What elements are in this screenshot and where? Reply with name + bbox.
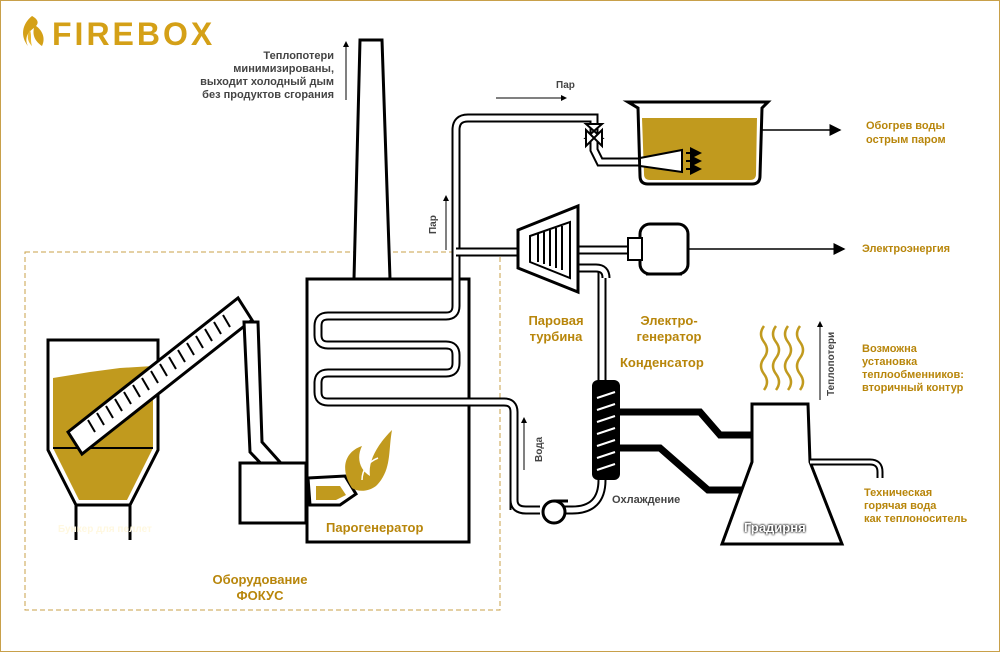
cooling-tower-label: Градирня [744, 520, 806, 535]
brand-logo-text: FIREBOX [52, 16, 216, 52]
bunker-label: Бункер для пеллет [58, 524, 152, 535]
cooling-tower-icon [719, 321, 884, 546]
return-water-pipe [509, 263, 611, 515]
electro-generator-icon [627, 222, 846, 276]
burner-flame-icon [306, 430, 392, 507]
heat-exchangers-note: Возможна установка теплообменников: втор… [862, 343, 964, 394]
heatloss-label-vertical: Теплопотери [826, 331, 837, 396]
steam-generator-label: Парогенератор [326, 520, 424, 535]
condenser-icon [592, 380, 760, 494]
heat-loss-note: Теплопотери минимизированы, выходит холо… [200, 50, 334, 101]
steam-label-top: Пар [556, 80, 575, 91]
pellet-bunker [46, 338, 160, 540]
heat-exchanger-coil [313, 113, 640, 510]
electricity-output: Электроэнергия [862, 243, 951, 255]
cooling-label: Охлаждение [612, 494, 681, 506]
pump-icon [541, 499, 568, 525]
water-label-vertical: Вода [534, 436, 545, 462]
equipment-label: Оборудование ФОКУС [212, 572, 308, 603]
steam-label-vertical: Пар [428, 215, 439, 234]
condenser-label: Конденсатор [620, 355, 704, 370]
hot-water-output: Техническая горячая вода как теплоносите… [864, 487, 968, 525]
steam-turbine-icon [516, 203, 580, 295]
steam-turbine-label: Паровая турбина [528, 313, 584, 344]
water-heating-tank [622, 100, 842, 186]
burner-box [238, 461, 308, 525]
water-heating-output: Обогрев воды острым паром [866, 120, 946, 146]
valve-icon [583, 123, 605, 149]
chimney [343, 38, 392, 281]
firebox-logo-icon [23, 16, 44, 46]
screw-conveyor [66, 295, 299, 493]
electro-generator-label: Электро- генератор [636, 313, 702, 344]
heat-waves-icon [759, 325, 805, 391]
